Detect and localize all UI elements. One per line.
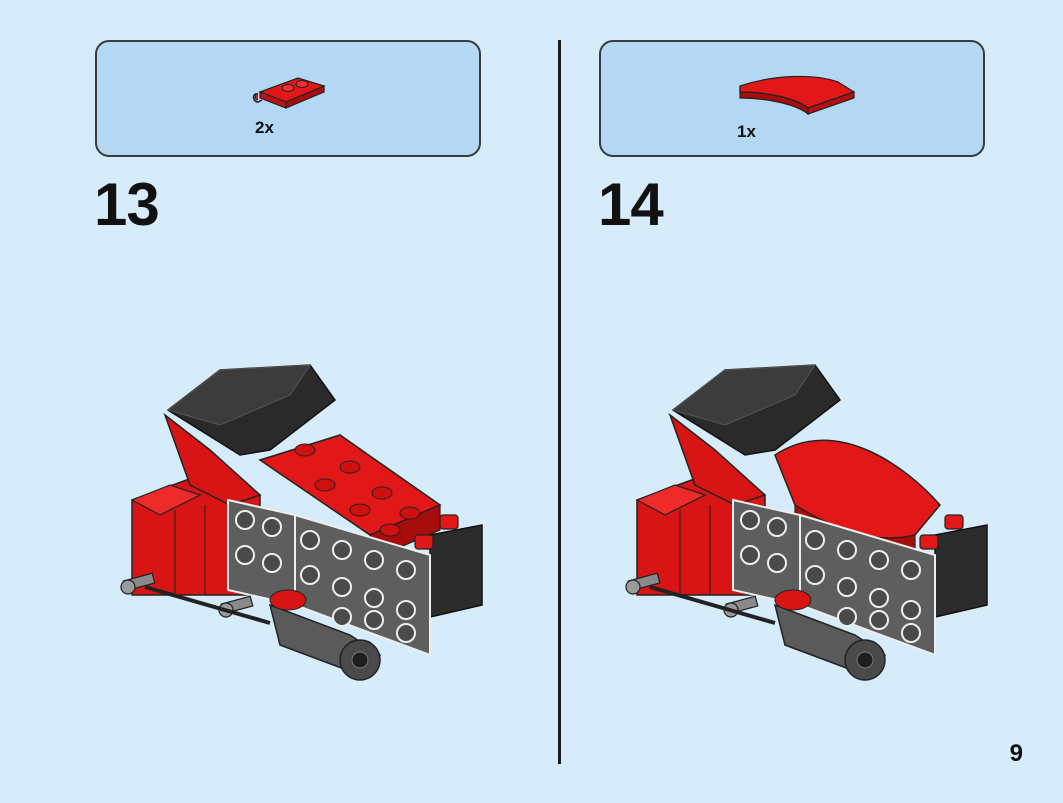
model-illustration-step-13 bbox=[120, 364, 483, 681]
step-number: 14 bbox=[598, 171, 664, 238]
page-number: 9 bbox=[1009, 740, 1023, 767]
red-clip-plate-icon bbox=[252, 77, 326, 109]
red-curved-slope-icon bbox=[739, 75, 856, 116]
model-illustration-step-14 bbox=[625, 364, 988, 681]
step-number: 13 bbox=[94, 171, 160, 238]
parts-callout-step-14: 1x bbox=[599, 40, 985, 157]
part-quantity: 1x bbox=[737, 122, 756, 141]
parts-callout-step-13: 2x bbox=[95, 40, 481, 157]
step-divider bbox=[558, 40, 561, 764]
part-quantity: 2x bbox=[255, 118, 274, 137]
